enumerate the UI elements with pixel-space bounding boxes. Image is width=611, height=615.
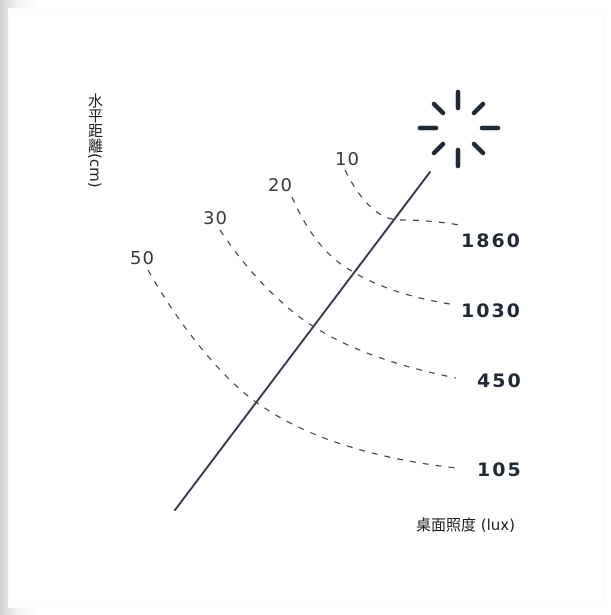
illuminance-label-1030: 1030 (461, 300, 522, 322)
vertical-axis-title: 水平距離(cm) (86, 93, 104, 188)
distance-label-50: 50 (130, 248, 155, 269)
distance-curve-30 (219, 229, 457, 379)
illuminance-label-105: 105 (477, 459, 523, 481)
diagram-canvas (8, 8, 604, 608)
distance-label-20: 20 (268, 175, 293, 196)
distance-label-30: 30 (203, 208, 228, 229)
horizontal-axis-title: 桌面照度 (lux) (416, 516, 515, 534)
distance-curve-10 (344, 169, 461, 226)
distance-curve-20 (291, 196, 457, 306)
distance-label-10: 10 (335, 149, 360, 170)
light-source-icon (417, 89, 501, 169)
illuminance-label-450: 450 (477, 370, 523, 392)
main-diagonal-line (174, 171, 431, 511)
distance-curve-50 (147, 269, 457, 469)
illuminance-label-1860: 1860 (461, 230, 522, 252)
